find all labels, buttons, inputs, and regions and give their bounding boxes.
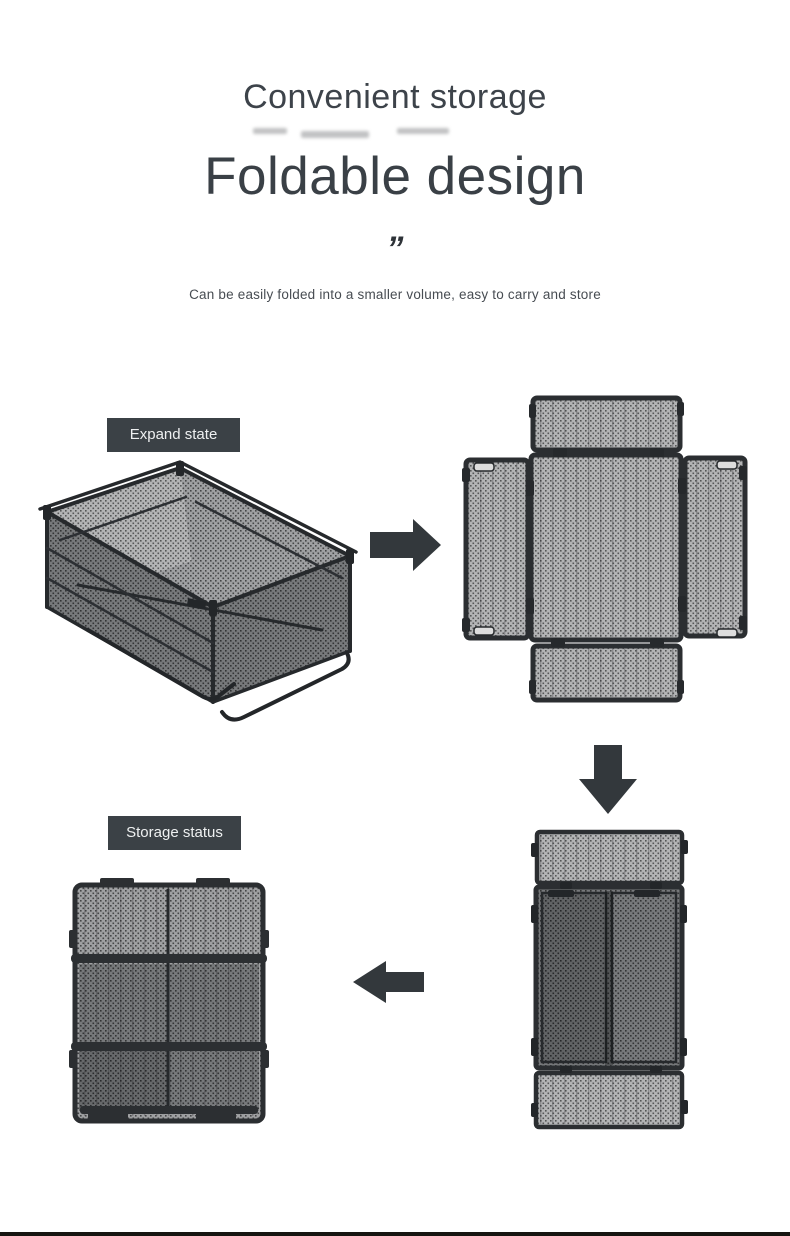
figure-unfolded-panels (462, 395, 748, 703)
hinge-clips (531, 840, 688, 1117)
half-left-panel (540, 891, 608, 1064)
page-subtitle: Can be easily folded into a smaller volu… (189, 287, 601, 302)
page-heading: Foldable design (204, 147, 586, 206)
half-right-panel (610, 891, 678, 1064)
flap-handle-slots (473, 460, 738, 638)
basket-slide-rail-wire (86, 628, 236, 701)
basket-corner-clips (43, 461, 354, 616)
rib-texture (469, 401, 742, 697)
figure-half-folded-panels (531, 829, 688, 1130)
next-section-edge (0, 1232, 790, 1236)
figure-folded-flat-pack (69, 878, 269, 1124)
basket-front-right-wall (213, 556, 350, 702)
basket-handle-wire (220, 651, 351, 722)
label-expand-state: Expand state (107, 418, 240, 452)
figure-expanded-basket (38, 460, 358, 722)
basket-front-left-wall (47, 512, 213, 702)
basket-divider-clip (187, 598, 206, 609)
hinge-clips (462, 402, 747, 694)
arrow-right-icon (370, 519, 441, 571)
half-center-seam (605, 891, 613, 1065)
quote-mark-icon: ” (386, 230, 404, 268)
erased-text-artifact (397, 128, 449, 134)
label-storage-status: Storage status (108, 816, 241, 850)
fold-process-diagram (38, 395, 748, 1130)
page-title: Convenient storage (243, 78, 547, 116)
arrow-down-icon (579, 745, 637, 814)
erased-text-artifact (253, 128, 287, 134)
arrow-left-icon (353, 961, 424, 1003)
pack-frame-bars (69, 878, 269, 1121)
erased-text-artifact (301, 131, 369, 138)
